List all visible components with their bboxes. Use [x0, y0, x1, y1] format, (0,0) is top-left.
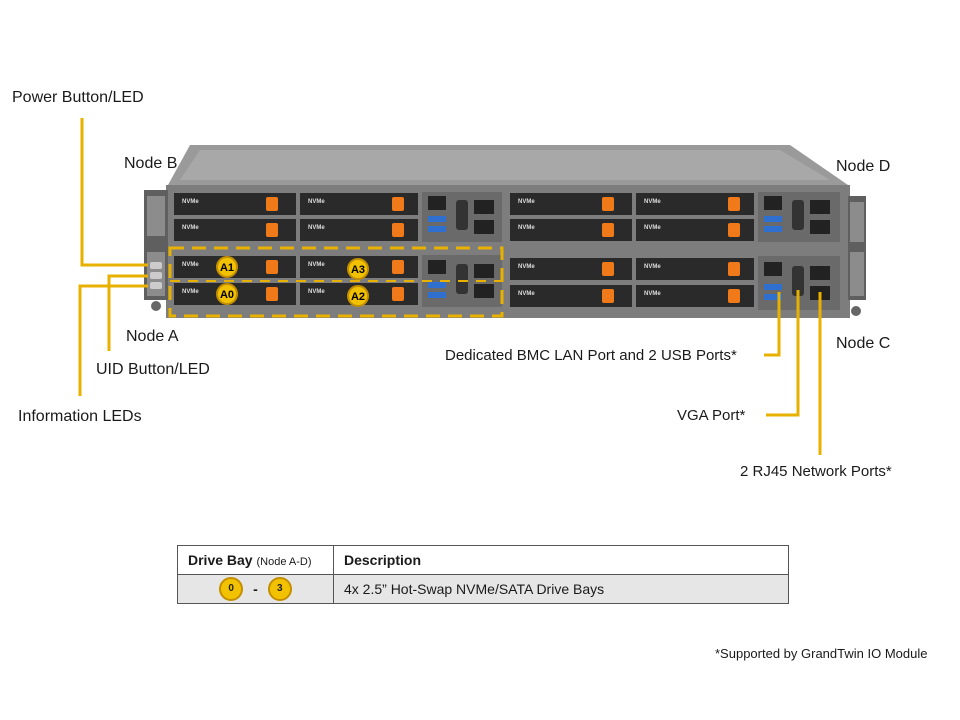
callout-bmc	[764, 292, 781, 357]
table-row: 0-3 4x 2.5” Hot-Swap NVMe/SATA Drive Bay…	[177, 574, 789, 604]
callout-vga	[766, 290, 800, 417]
label-node-d: Node D	[836, 158, 891, 175]
node-b-drive-bays[interactable]	[174, 193, 418, 241]
bay-badge-a3: A3	[347, 258, 369, 280]
nvme-tag: NVMe	[182, 225, 199, 231]
nvme-tag: NVMe	[308, 225, 325, 231]
node-a-front-controls[interactable]	[150, 262, 162, 289]
node-c-drive-bays[interactable]	[510, 258, 754, 307]
callout-info-leds	[78, 284, 148, 396]
nvme-tag: NVMe	[182, 199, 199, 205]
footnote: *Supported by GrandTwin IO Module	[715, 646, 928, 661]
callout-power	[80, 118, 148, 267]
label-rj45: 2 RJ45 Network Ports*	[740, 463, 892, 480]
node-d-drive-bays[interactable]	[510, 193, 754, 241]
nvme-tag: NVMe	[644, 264, 661, 270]
label-uid-button: UID Button/LED	[96, 361, 210, 378]
cell-drive-bay: 0-3	[177, 574, 334, 604]
label-power-button: Power Button/LED	[12, 89, 144, 106]
nvme-tag: NVMe	[518, 199, 535, 205]
bay-badge-3: 3	[267, 577, 292, 601]
nvme-tag: NVMe	[644, 225, 661, 231]
bay-badge-a0: A0	[216, 283, 238, 305]
nvme-tag: NVMe	[308, 289, 325, 295]
nvme-tag: NVMe	[518, 264, 535, 270]
label-vga-port: VGA Port*	[677, 407, 746, 424]
svg-text:A2: A2	[351, 291, 365, 303]
drive-bay-table: Drive Bay (Node A-D) Description 0-3 4x …	[177, 545, 789, 604]
callout-uid	[107, 274, 148, 351]
nvme-tag: NVMe	[644, 199, 661, 205]
bay-badge-0: 0	[219, 577, 244, 601]
label-node-a: Node A	[126, 328, 179, 345]
nvme-tag: NVMe	[518, 291, 535, 297]
node-a-highlight	[168, 246, 504, 318]
nvme-tag: NVMe	[182, 262, 199, 268]
nvme-tag: NVMe	[182, 289, 199, 295]
svg-text:A1: A1	[220, 262, 234, 274]
header-drive-bay-sub: (Node A-D)	[256, 556, 312, 568]
label-information-leds: Information LEDs	[18, 408, 142, 425]
node-b-io-module	[422, 192, 502, 242]
cell-description: 4x 2.5” Hot-Swap NVMe/SATA Drive Bays	[333, 574, 789, 604]
label-node-b: Node B	[124, 155, 178, 172]
label-node-c: Node C	[836, 335, 891, 352]
bay-badge-a2: A2	[347, 285, 369, 307]
svg-text:A0: A0	[220, 289, 234, 301]
callout-lines	[78, 118, 822, 455]
label-bmc-lan: Dedicated BMC LAN Port and 2 USB Ports*	[445, 347, 737, 364]
header-description: Description	[333, 545, 789, 575]
nvme-tag: NVMe	[308, 262, 325, 268]
header-drive-bay: Drive Bay (Node A-D)	[177, 545, 334, 575]
nvme-tag: NVMe	[518, 225, 535, 231]
bay-badge-a1: A1	[216, 256, 238, 278]
nvme-tag: NVMe	[308, 199, 325, 205]
svg-text:A3: A3	[351, 264, 365, 276]
node-d-io-module	[758, 192, 840, 242]
nvme-tag: NVMe	[644, 291, 661, 297]
table-header-row: Drive Bay (Node A-D) Description	[177, 545, 789, 575]
range-dash: -	[253, 581, 258, 597]
